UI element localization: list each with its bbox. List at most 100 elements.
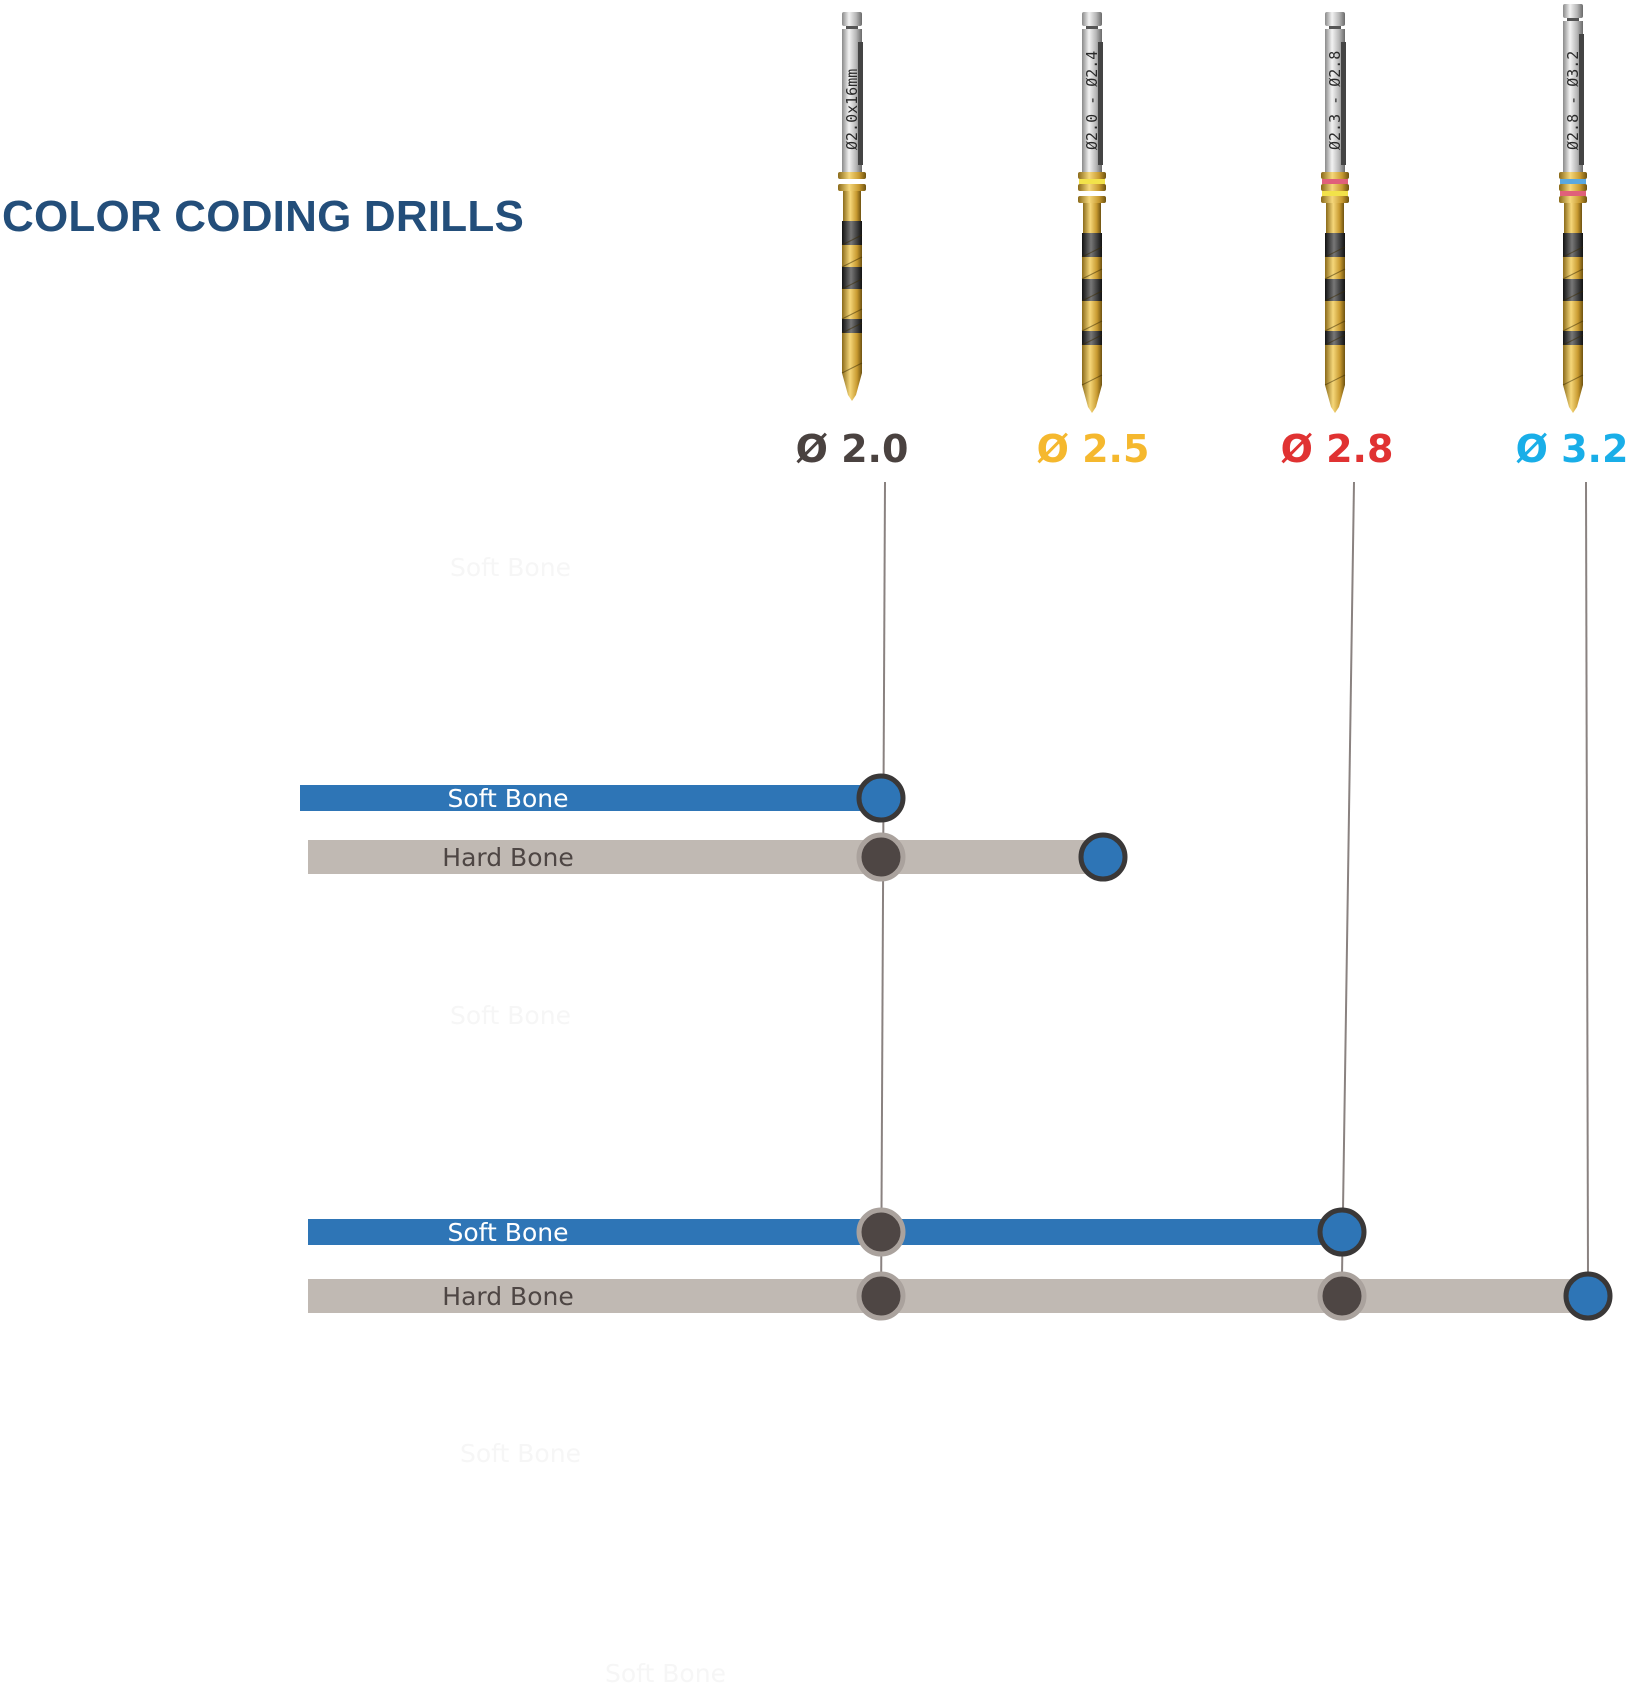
step-markers bbox=[856, 773, 1613, 1321]
drill-flute-edge bbox=[841, 234, 863, 246]
drill-flute bbox=[1325, 233, 1345, 257]
drill-etching: Ø2.0 - Ø2.4 bbox=[1083, 51, 1101, 150]
drill-diameter-label: Ø 2.8 bbox=[1281, 427, 1394, 471]
drill-step-marker bbox=[1317, 1271, 1367, 1321]
drill-color-ring bbox=[1560, 179, 1586, 184]
drill-flute bbox=[1082, 233, 1102, 257]
drill-flat bbox=[1341, 42, 1346, 165]
drill-flute bbox=[842, 221, 862, 245]
drill-flute-edge bbox=[1081, 374, 1103, 386]
drill-flute bbox=[1563, 257, 1583, 279]
drill-diameter-label: Ø 2.0 bbox=[796, 427, 909, 471]
drill-flute-edge bbox=[1324, 290, 1346, 302]
drill-step-marker bbox=[856, 1271, 906, 1321]
final-drill-marker bbox=[1317, 1207, 1367, 1257]
bar-hard-bone bbox=[308, 1279, 1588, 1313]
drill-shank bbox=[1563, 21, 1583, 172]
drill-head bbox=[1325, 12, 1345, 26]
drill-flute-edge bbox=[1081, 290, 1103, 302]
drill-flat bbox=[858, 42, 863, 165]
bar-label: Soft Bone bbox=[448, 784, 569, 813]
ghost-label: Soft Bone bbox=[605, 1659, 726, 1688]
drill-flute bbox=[1563, 233, 1583, 257]
drill-etching: Ø2.0x16mm bbox=[843, 69, 861, 150]
drill-flute-edge bbox=[841, 308, 863, 320]
drills: Ø2.0x16mm Ø 2.0 Ø2.0 - Ø2.4 Ø 2.5 Ø2.3 - Ø2.… bbox=[796, 4, 1626, 471]
drill-tip bbox=[1563, 385, 1583, 413]
drill-color-ring bbox=[1079, 179, 1105, 184]
drill-flute bbox=[842, 267, 862, 289]
drill-step-marker bbox=[856, 1207, 906, 1257]
drill-flute bbox=[1325, 331, 1345, 345]
drill-neck bbox=[1564, 203, 1582, 233]
drill-head bbox=[1082, 12, 1102, 26]
drill-flute-edge bbox=[1562, 290, 1584, 302]
drill-collar bbox=[1559, 172, 1587, 179]
bar-hard-bone bbox=[308, 840, 1103, 874]
drill-flute bbox=[1082, 331, 1102, 345]
drill-color-ring bbox=[1079, 191, 1105, 196]
drill-flute-edge bbox=[1324, 246, 1346, 258]
drill-neck bbox=[843, 191, 861, 221]
drill-diameter-label: Ø 3.2 bbox=[1516, 427, 1626, 471]
drill-collar bbox=[1559, 196, 1587, 203]
drill-etching: Ø2.3 - Ø2.8 bbox=[1326, 51, 1344, 150]
drill-tip bbox=[842, 373, 862, 401]
drill-flute-edge bbox=[1081, 334, 1103, 346]
drill-diameter-label: Ø 2.5 bbox=[1037, 427, 1150, 471]
final-drill-marker bbox=[1563, 1271, 1613, 1321]
drill-collar bbox=[1559, 184, 1587, 191]
drill-flat bbox=[1579, 34, 1584, 165]
connector-line-d20 bbox=[880, 481, 886, 1317]
drill-head bbox=[1563, 4, 1583, 18]
drill-d28: Ø2.3 - Ø2.8 Ø 2.8 bbox=[1281, 12, 1394, 471]
bar-label: Hard Bone bbox=[442, 843, 573, 872]
drill-flute-edge bbox=[1081, 246, 1103, 258]
drill-shank bbox=[842, 29, 862, 172]
drill-flute bbox=[1563, 345, 1583, 385]
drill-flute bbox=[842, 319, 862, 333]
drill-step-marker bbox=[856, 832, 906, 882]
drill-flute-edge bbox=[1562, 334, 1584, 346]
drill-flute-edge bbox=[1081, 320, 1103, 332]
drill-d32: Ø2.8 - Ø3.2Ø 3.2 bbox=[1516, 4, 1626, 471]
drill-flute-edge bbox=[1562, 320, 1584, 332]
connector-lines bbox=[880, 481, 1589, 1317]
bar-soft-bone bbox=[308, 1219, 1342, 1245]
bar-label: Soft Bone bbox=[448, 1218, 569, 1247]
drill-flute-edge bbox=[1324, 374, 1346, 386]
drill-flute bbox=[842, 333, 862, 373]
connector-line-d32 bbox=[1585, 481, 1589, 1277]
drill-flute bbox=[1325, 257, 1345, 279]
drill-flute bbox=[1082, 345, 1102, 385]
drill-flute bbox=[1563, 279, 1583, 301]
drill-collar bbox=[1078, 184, 1106, 191]
drill-flute-edge bbox=[1081, 268, 1103, 280]
drill-d20: Ø2.0x16mm Ø 2.0 bbox=[796, 12, 909, 471]
drill-flute-edge bbox=[1562, 268, 1584, 280]
drill-flute-edge bbox=[841, 322, 863, 334]
drill-flute bbox=[1325, 345, 1345, 385]
drill-flute bbox=[842, 245, 862, 267]
final-drill-marker bbox=[1078, 832, 1128, 882]
drill-flute-edge bbox=[1324, 334, 1346, 346]
drill-tip bbox=[1082, 385, 1102, 413]
drill-flute-edge bbox=[841, 362, 863, 374]
drill-flute-edge bbox=[1324, 268, 1346, 280]
ghost-label: Soft Bone bbox=[450, 1001, 571, 1030]
drill-collar bbox=[1078, 196, 1106, 203]
drill-flute bbox=[1082, 257, 1102, 279]
ghost-label: Soft Bone bbox=[450, 553, 571, 582]
bar-label: Hard Bone bbox=[442, 1282, 573, 1311]
drill-neck bbox=[1326, 203, 1344, 233]
drill-collar bbox=[1321, 172, 1349, 179]
drill-groove bbox=[846, 26, 858, 29]
drill-color-ring bbox=[1322, 179, 1348, 184]
drill-head bbox=[842, 12, 862, 26]
drill-flute bbox=[1563, 331, 1583, 345]
drill-flute-edge bbox=[841, 256, 863, 268]
drill-shank bbox=[1325, 29, 1345, 172]
